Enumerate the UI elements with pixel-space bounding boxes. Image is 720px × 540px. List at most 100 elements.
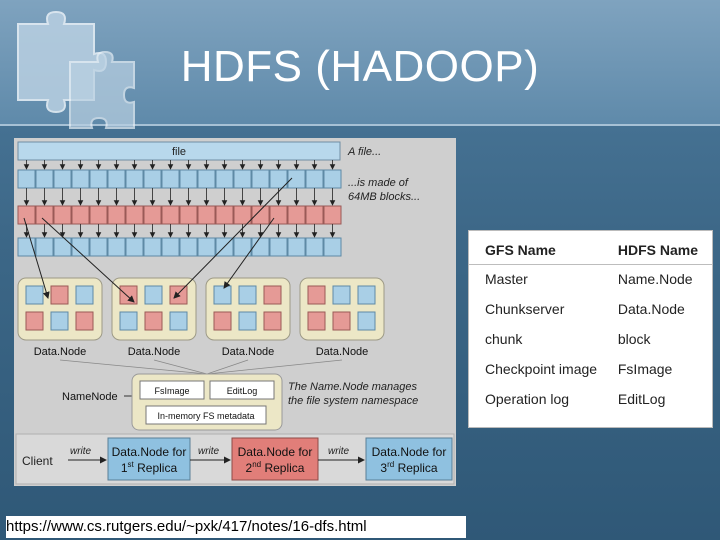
- replica-1-num: 1: [121, 461, 128, 475]
- datanode-block: [50, 311, 69, 331]
- file-block: [143, 169, 162, 189]
- slide-title: HDFS (HADOOP): [180, 42, 540, 91]
- file-block: [251, 237, 270, 257]
- file-block: [323, 237, 342, 257]
- file-block: [287, 237, 306, 257]
- file-block: [35, 205, 54, 225]
- file-block: [179, 205, 198, 225]
- client-label: Client: [22, 454, 53, 468]
- file-block: [53, 205, 72, 225]
- table-cell-gfs: Master: [485, 270, 528, 287]
- table-cell-gfs: Operation log: [485, 390, 570, 407]
- datanode-label: Data.Node: [34, 346, 87, 358]
- file-block: [125, 205, 144, 225]
- table-row: Master Name.Node: [469, 265, 712, 295]
- file-block: [89, 205, 108, 225]
- metadata-label: In-memory FS metadata: [157, 411, 254, 421]
- source-url-link[interactable]: https://www.cs.rutgers.edu/~pxk/417/note…: [6, 516, 466, 538]
- replica-1-line2: 1st Replica: [121, 460, 178, 475]
- editlog-label: EditLog: [227, 386, 258, 396]
- blocks-row-top: [17, 169, 342, 189]
- datanode-label: Data.Node: [316, 346, 369, 358]
- file-block: [107, 205, 126, 225]
- file-block: [305, 237, 324, 257]
- table-cell-hdfs: Data.Node: [617, 300, 685, 317]
- table-row: Checkpoint image FsImage: [469, 355, 712, 385]
- replica-1-sup: st: [128, 460, 135, 469]
- file-block: [269, 237, 288, 257]
- replica-3-sup: rd: [387, 460, 394, 469]
- table-row: chunk block: [469, 325, 712, 355]
- replica-2-sup: nd: [252, 460, 261, 469]
- replica-1-box: [107, 437, 191, 481]
- block-arrows: [23, 160, 336, 238]
- file-block: [161, 205, 180, 225]
- file-block: [161, 237, 180, 257]
- file-block: [323, 169, 342, 189]
- write-label-3: write: [328, 446, 350, 457]
- replica-2-box: [231, 437, 319, 481]
- file-block: [179, 237, 198, 257]
- file-block: [215, 169, 234, 189]
- table-cell-gfs: Checkpoint image: [485, 360, 598, 377]
- file-block: [71, 205, 90, 225]
- file-note: A file...: [347, 146, 381, 158]
- fsimage-box: [139, 380, 205, 400]
- namenode-link: [59, 359, 208, 375]
- file-block: [71, 237, 90, 257]
- table-cell-gfs: chunk: [485, 330, 523, 347]
- file-block: [197, 169, 216, 189]
- replica-3-suffix: Replica: [398, 461, 438, 475]
- file-block: [233, 169, 252, 189]
- file-block: [143, 237, 162, 257]
- table-row: Chunkserver Data.Node: [469, 295, 712, 325]
- blocks-note-line1: ...is made of: [348, 177, 409, 189]
- blocks-row-bottom: [17, 237, 342, 257]
- datanode-block: [238, 311, 257, 331]
- blocks-row-middle: [17, 205, 342, 225]
- write-label-1: write: [70, 446, 92, 457]
- editlog-box: [209, 380, 275, 400]
- fsimage-label: FsImage: [154, 386, 189, 396]
- file-block: [251, 169, 270, 189]
- write-label-2: write: [198, 446, 220, 457]
- file-bar: [17, 141, 341, 161]
- datanode-block: [307, 285, 326, 305]
- blocks-note-line2: 64MB blocks...: [348, 191, 420, 203]
- table-cell-gfs: Chunkserver: [485, 300, 565, 317]
- datanode-block: [169, 285, 188, 305]
- file-block: [35, 237, 54, 257]
- file-block: [107, 237, 126, 257]
- file-block: [107, 169, 126, 189]
- replica-2-line1: Data.Node for: [238, 445, 313, 459]
- replica-3-num: 3: [380, 461, 387, 475]
- datanode-block: [50, 285, 69, 305]
- table-header-row: GFS Name HDFS Name: [469, 231, 712, 265]
- file-block: [17, 205, 36, 225]
- namenode-note-line2: the file system namespace: [288, 395, 418, 407]
- datanode-block: [332, 311, 351, 331]
- file-block: [323, 205, 342, 225]
- datanode-block: [144, 311, 163, 331]
- file-block: [17, 169, 36, 189]
- file-block: [269, 205, 288, 225]
- namenode-label: NameNode: [62, 391, 118, 403]
- file-block: [305, 205, 324, 225]
- replica-2-num: 2: [246, 461, 253, 475]
- datanode-label: Data.Node: [222, 346, 275, 358]
- file-block: [53, 237, 72, 257]
- replica-1-line1: Data.Node for: [112, 445, 187, 459]
- diagram-canvas: file A file... ...is made of 64MB blocks…: [15, 141, 455, 485]
- datanode-block: [357, 285, 376, 305]
- file-block: [35, 169, 54, 189]
- file-block: [53, 169, 72, 189]
- datanode-block: [263, 285, 282, 305]
- datanode-block: [213, 311, 232, 331]
- datanode-block: [213, 285, 232, 305]
- file-block: [215, 205, 234, 225]
- namenode-link: [206, 359, 343, 375]
- file-block: [305, 169, 324, 189]
- datanode-block: [25, 311, 44, 331]
- table-header-gfs: GFS Name: [469, 231, 614, 265]
